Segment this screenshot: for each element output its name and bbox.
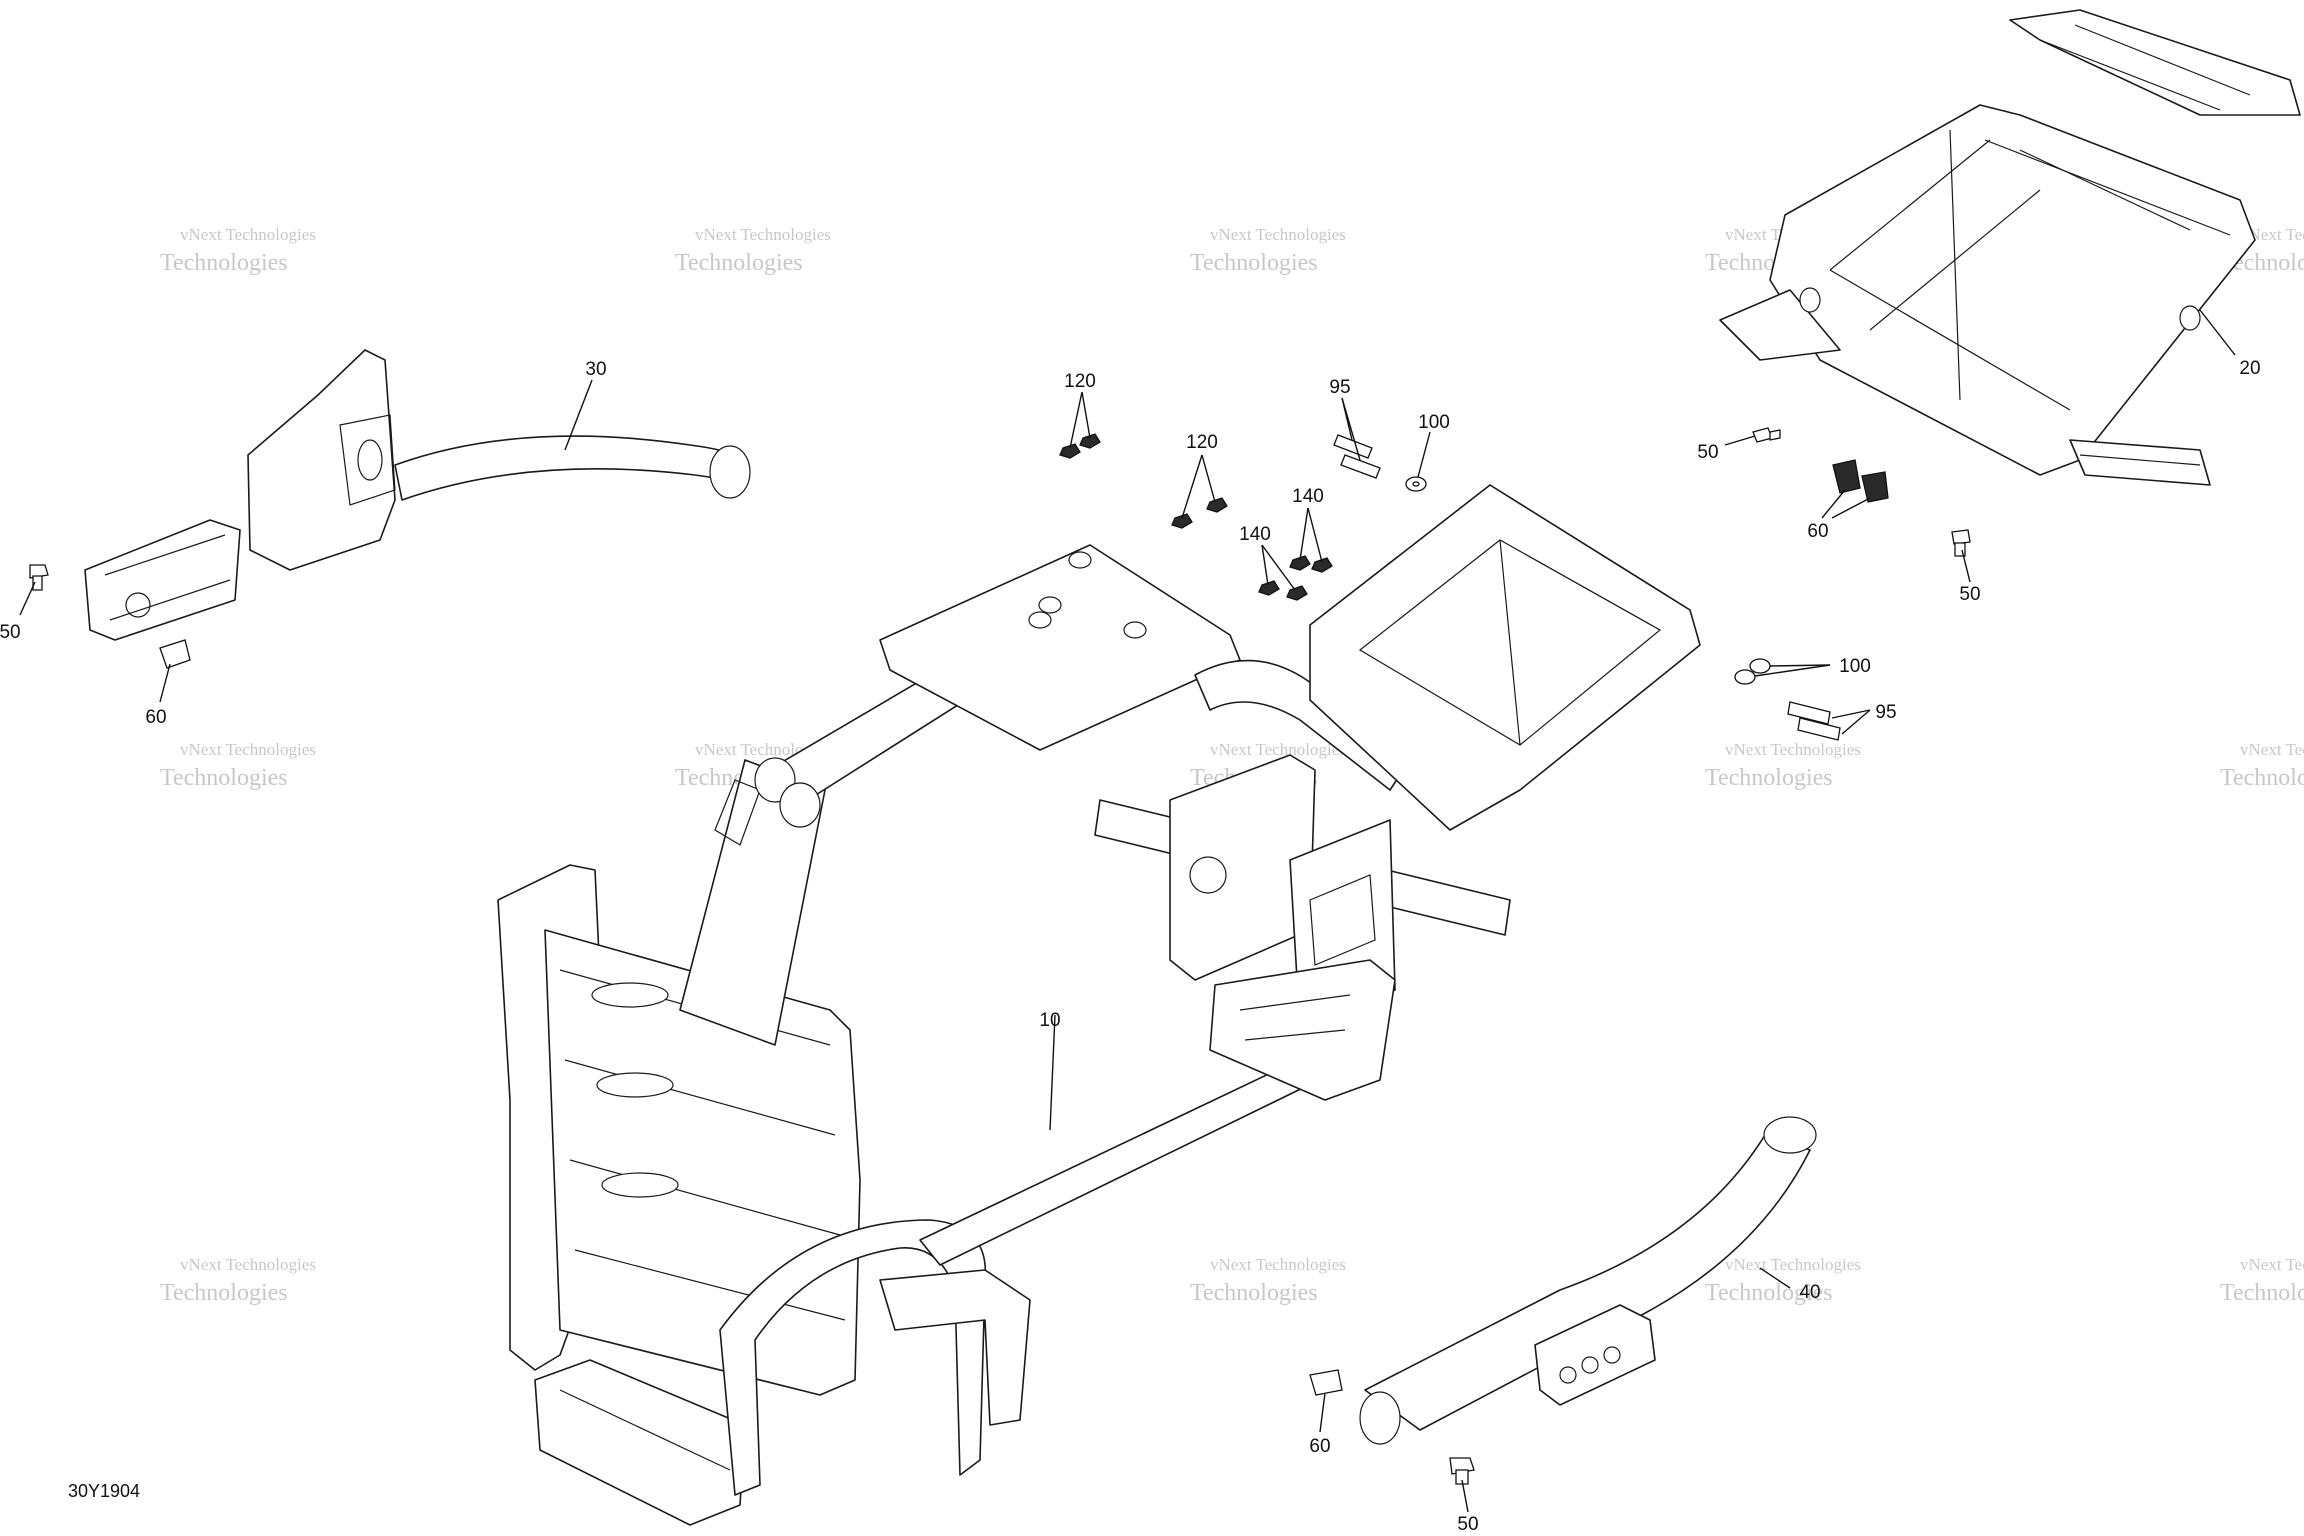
washer-100-right[interactable]	[1734, 658, 1771, 685]
svg-text:vNext Technologies: vNext Technologies	[1210, 225, 1346, 244]
svg-text:vNext Technologies: vNext Technologies	[1210, 1255, 1346, 1274]
fastener-group	[29, 427, 1971, 1485]
bolt-95-right[interactable]	[1787, 701, 1841, 741]
bolt-95-top[interactable]	[1333, 434, 1381, 479]
svg-text:Technologies: Technologies	[2220, 1280, 2304, 1306]
callout-50-left: 50	[0, 622, 21, 643]
watermark: vNext Technologies Technologies	[160, 740, 316, 791]
diagram-id: 30Y1904	[68, 1481, 140, 1501]
svg-text:vNext Technologies: vNext Technologies	[2240, 1255, 2304, 1274]
watermark: vNext Technologies Technologies	[1705, 1255, 1861, 1306]
nut-140-a[interactable]	[1289, 555, 1333, 573]
part-40-right-tube[interactable]	[1359, 1116, 1817, 1445]
watermark: vNext Technologies Technologies	[1190, 225, 1346, 276]
svg-text:Technologies: Technologies	[160, 765, 288, 791]
callout-140-a: 140	[1292, 486, 1324, 507]
callout-100-top: 100	[1418, 412, 1450, 433]
svg-text:vNext Technologies: vNext Technologies	[695, 225, 831, 244]
watermark: vNext Technologies Technologies	[160, 225, 316, 276]
callout-20: 20	[2239, 358, 2260, 379]
nut-120-b[interactable]	[1171, 497, 1228, 529]
callout-30: 30	[585, 359, 606, 380]
nut-120-a[interactable]	[1059, 433, 1101, 459]
svg-text:vNext Technologies: vNext Technologies	[1210, 740, 1346, 759]
callout-95-top: 95	[1329, 377, 1350, 398]
callout-10: 10	[1039, 1010, 1060, 1031]
watermark: vNext Technologies Technologies	[675, 225, 831, 276]
bolt-50-bottom[interactable]	[1449, 1457, 1475, 1485]
bolt-50-right[interactable]	[1951, 529, 1971, 557]
watermark: vNext Technologies Technologies	[2220, 1255, 2304, 1306]
svg-text:Technologies: Technologies	[1190, 250, 1318, 276]
part-10-main-frame[interactable]	[497, 484, 1701, 1526]
part-20-rear-frame[interactable]	[1719, 9, 2301, 486]
nut-140-b[interactable]	[1258, 580, 1308, 601]
clip-60-bottom[interactable]	[1309, 1369, 1343, 1396]
bolt-50-left[interactable]	[29, 564, 49, 591]
callout-50-bottom: 50	[1457, 1514, 1478, 1535]
callout-120-b: 120	[1186, 432, 1218, 453]
callout-95-right: 95	[1875, 702, 1896, 723]
watermark: vNext Technologies Technologies	[2220, 225, 2304, 276]
svg-text:vNext Technologies: vNext Technologies	[1725, 740, 1861, 759]
callout-120-a: 120	[1064, 371, 1096, 392]
watermark: vNext Technologies Technologies	[1190, 1255, 1346, 1306]
clip-60-left[interactable]	[159, 639, 191, 669]
watermark: vNext Technologies Technologies	[1705, 740, 1861, 791]
washer-100-top[interactable]	[1405, 476, 1427, 492]
svg-text:Technologies: Technologies	[160, 1280, 288, 1306]
callout-60-left: 60	[145, 707, 166, 728]
callout-60-top-right: 60	[1807, 521, 1828, 542]
svg-text:vNext Technologies: vNext Technologies	[2240, 740, 2304, 759]
callout-140-b: 140	[1239, 524, 1271, 545]
callout-40: 40	[1799, 1282, 1820, 1303]
bolt-50-top-right[interactable]	[1752, 427, 1781, 443]
callout-labels: 10 20 30 40 50 50 50 50 60 60 60 95 95 1…	[0, 358, 2261, 1535]
svg-text:vNext Technologies: vNext Technologies	[180, 740, 316, 759]
svg-text:Technologies: Technologies	[160, 250, 288, 276]
callout-100-right: 100	[1839, 656, 1871, 677]
watermark: vNext Technologies Technologies	[2220, 740, 2304, 791]
watermark: vNext Technologies Technologies	[160, 1255, 316, 1306]
svg-text:Technologies: Technologies	[1705, 1280, 1833, 1306]
svg-text:vNext Technologies: vNext Technologies	[180, 225, 316, 244]
svg-text:vNext Technologies: vNext Technologies	[180, 1255, 316, 1274]
callout-50-right: 50	[1959, 584, 1980, 605]
svg-text:vNext Technologies: vNext Technologies	[2240, 225, 2304, 244]
svg-text:Technologies: Technologies	[1190, 1280, 1318, 1306]
leader-lines	[19, 309, 2236, 1513]
svg-text:Technologies: Technologies	[2220, 765, 2304, 791]
svg-text:vNext Technologies: vNext Technologies	[1725, 1255, 1861, 1274]
callout-50-top-right: 50	[1697, 442, 1718, 463]
clip-60-top-right[interactable]	[1832, 459, 1889, 503]
part-30-left-tube[interactable]	[84, 349, 751, 641]
callout-60-bottom: 60	[1309, 1436, 1330, 1457]
svg-text:Technologies: Technologies	[675, 250, 803, 276]
svg-text:Technologies: Technologies	[1705, 765, 1833, 791]
